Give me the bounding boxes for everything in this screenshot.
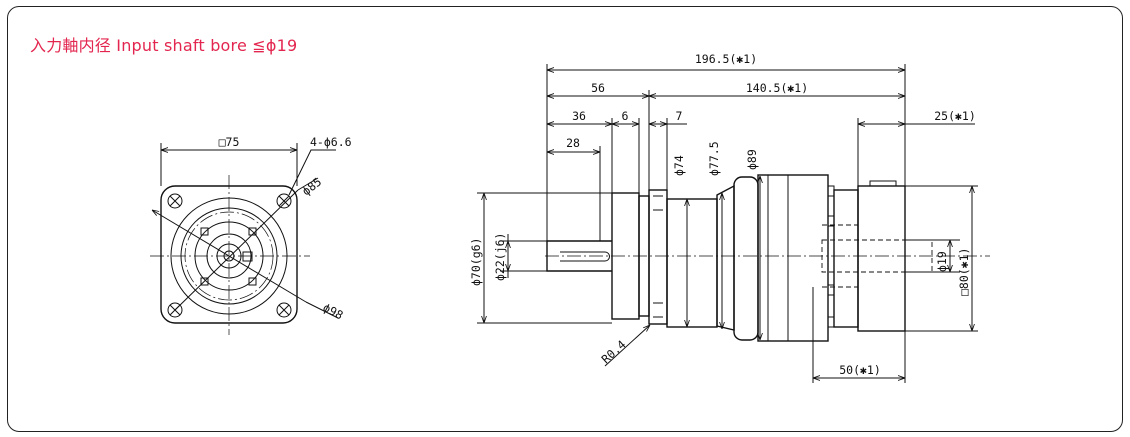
output-shaft — [546, 240, 612, 272]
body-77-5 — [716, 184, 735, 331]
dim-length-6: 6 — [622, 109, 629, 123]
dim-length-7: 7 — [676, 109, 683, 123]
dim-length-50: 50(✱1) — [839, 363, 881, 377]
drawing-frame — [7, 6, 1123, 432]
dim-pcd-98: ϕ98 — [321, 300, 346, 322]
body-74 — [666, 198, 718, 328]
dim-square-75: □75 — [219, 135, 240, 149]
body-89 — [733, 176, 759, 341]
dim-dia-74: ϕ74 — [672, 155, 686, 176]
dim-length-36: 36 — [572, 109, 586, 123]
dim-radius: R0.4 — [599, 337, 629, 366]
dim-square-80: □80(✱1) — [957, 248, 971, 296]
dim-overall-length: 196.5(✱1) — [695, 52, 757, 66]
hole-pcd-line — [174, 189, 299, 311]
dim-length-140-5: 140.5(✱1) — [746, 81, 808, 95]
dim-dia-77-5: ϕ77.5 — [707, 141, 721, 176]
dim-hole-spec: 4-ϕ6.6 — [310, 135, 352, 149]
motor-flange-80 — [857, 185, 906, 332]
input-shaft-bore-title: 入力軸内径 Input shaft bore ≦ϕ19 — [30, 36, 298, 55]
dim-length-28: 28 — [566, 136, 580, 150]
motor-adapter — [833, 189, 859, 328]
input-bore-hidden — [821, 239, 933, 273]
front-keyway — [242, 251, 253, 262]
dim-dia-70: ϕ70(g6) — [469, 238, 483, 286]
dim-length-56: 56 — [591, 81, 605, 95]
dim-dia-22: ϕ22(j6) — [493, 233, 507, 281]
side-view — [477, 64, 990, 383]
dim-length-25: 25(✱1) — [934, 109, 976, 123]
dim-dia-89: ϕ89 — [745, 149, 759, 170]
front-view — [150, 143, 339, 335]
dim-dia-19: ϕ19 — [935, 251, 949, 272]
dim-pcd-85: ϕ85 — [299, 175, 324, 199]
pcd-dim-line — [152, 210, 307, 303]
